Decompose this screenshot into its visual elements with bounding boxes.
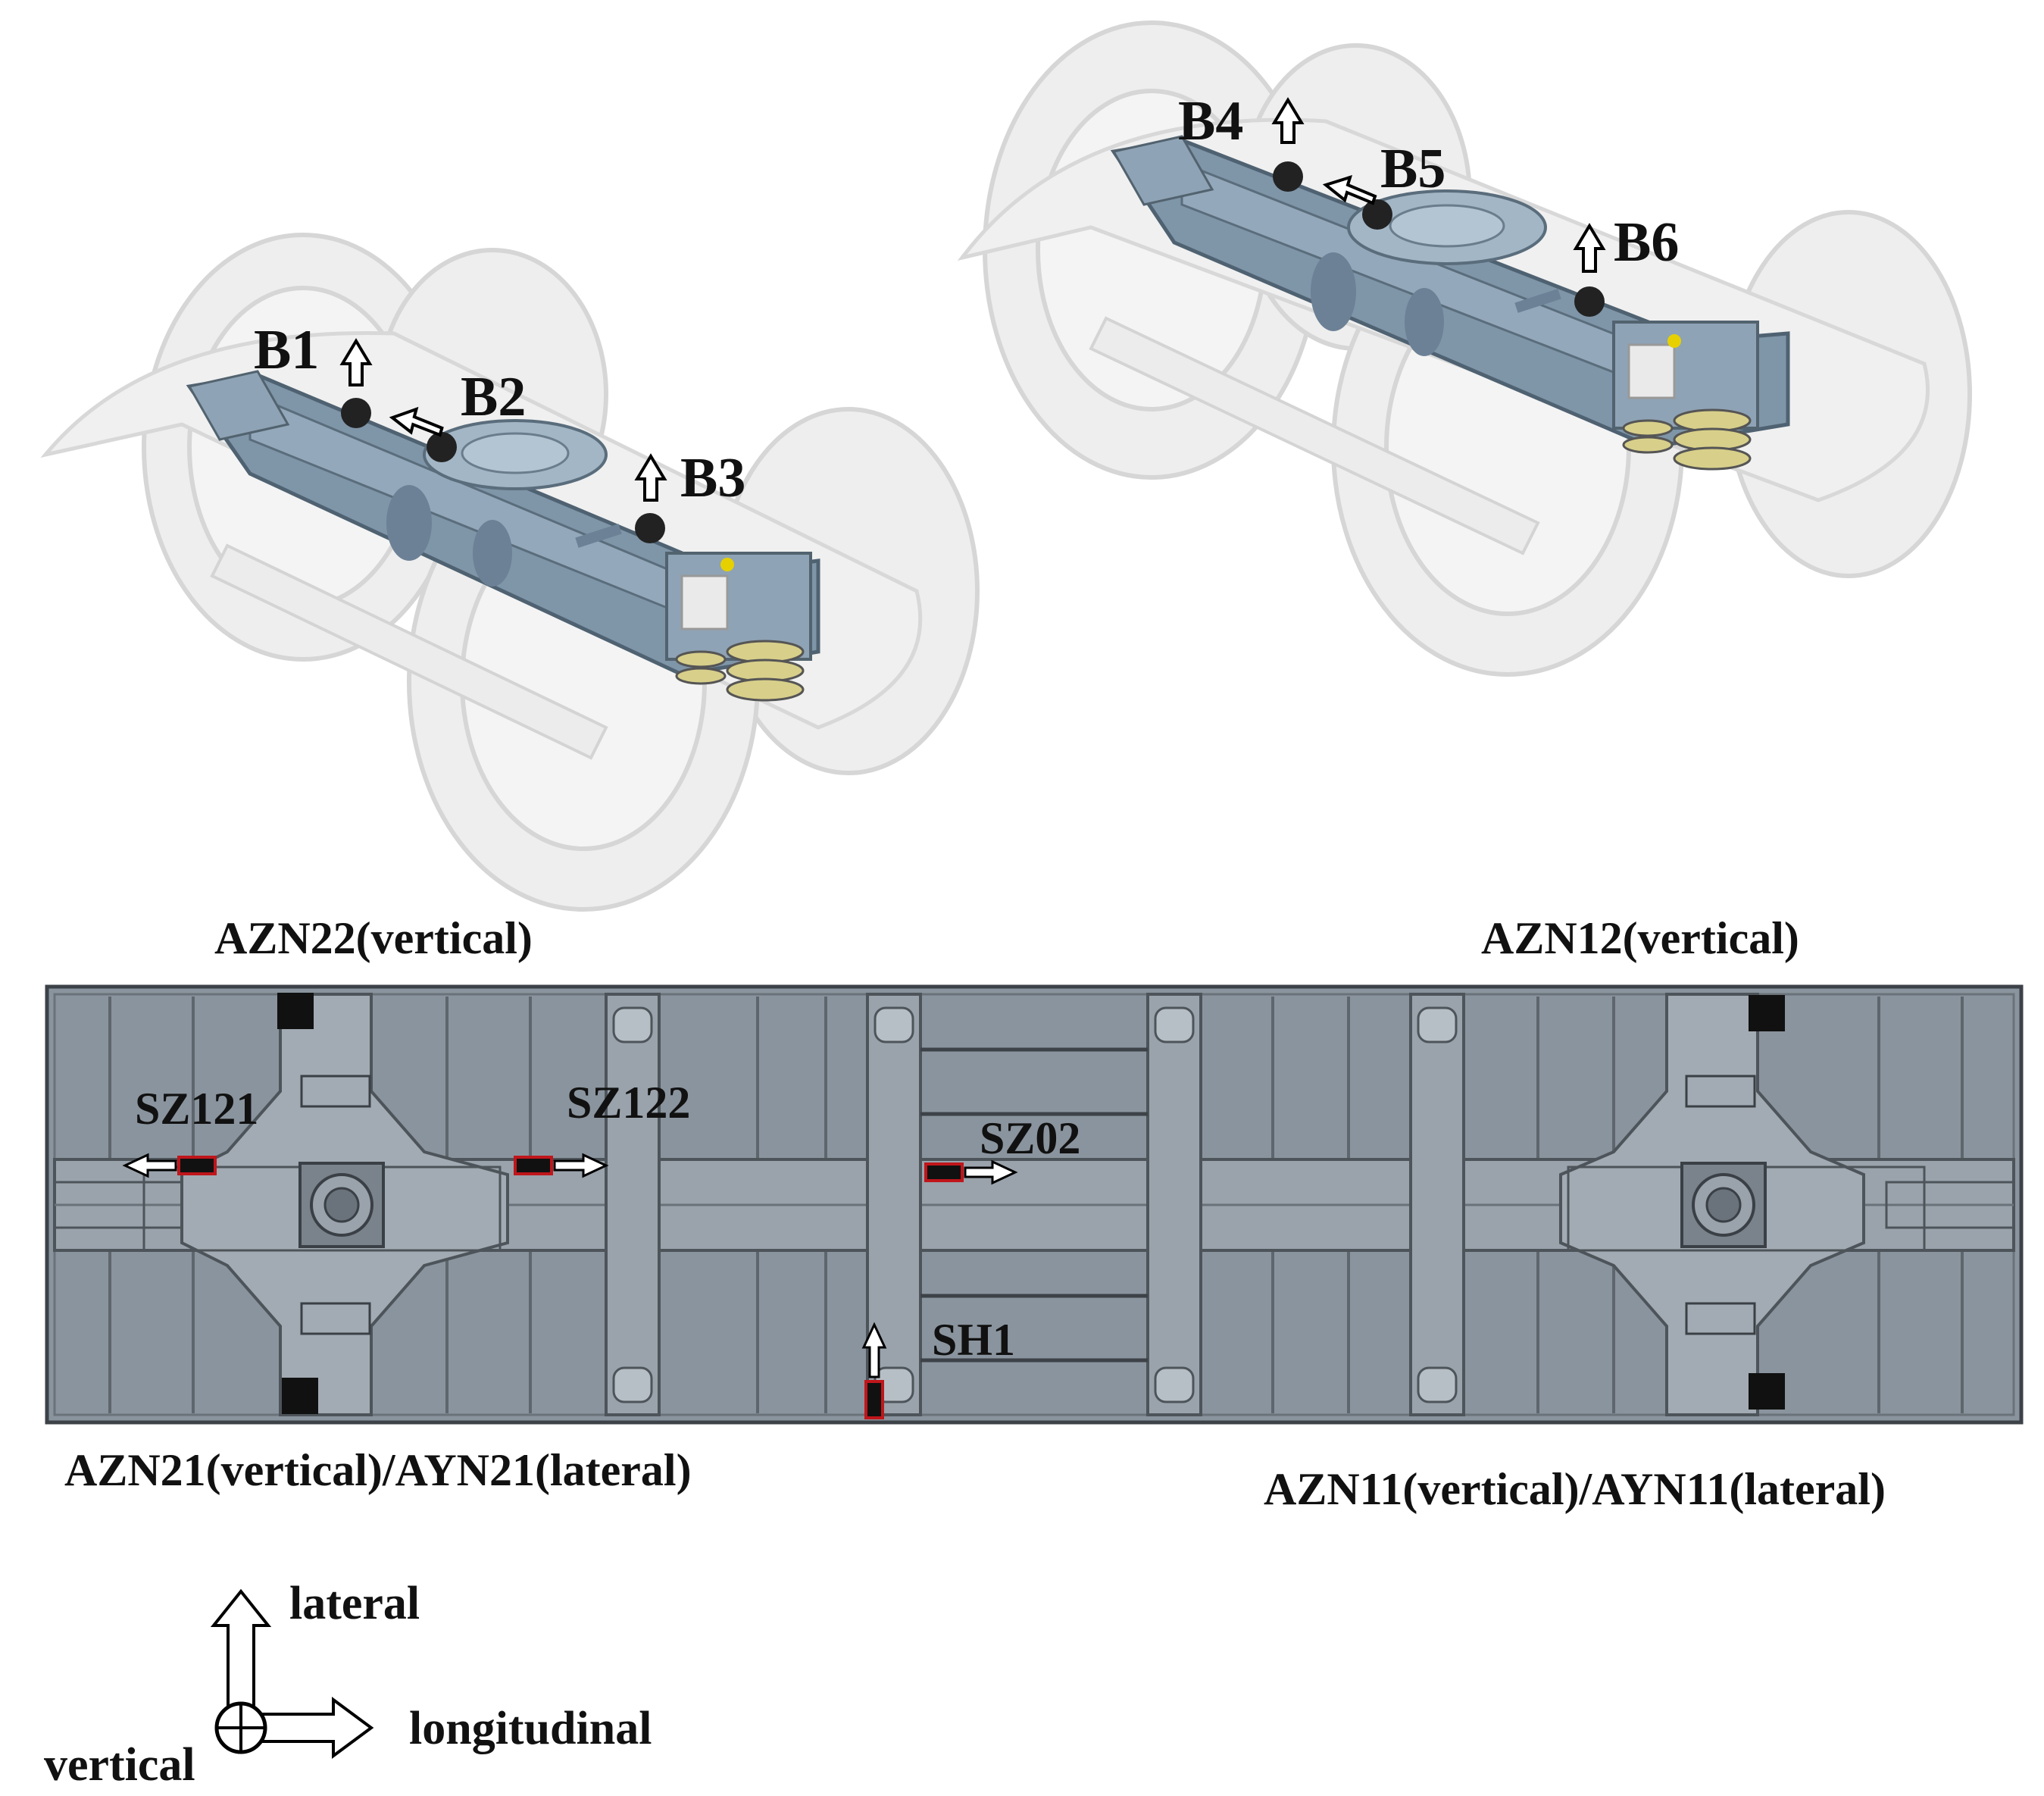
arrow-left-icon [389,406,444,437]
strain-gauge-icon [177,1156,217,1175]
accelerometer-square-icon [1749,1373,1785,1410]
arrow-right-icon [256,1697,374,1759]
sensor-label-azn22: AZN22(vertical) [214,913,533,963]
point-label-b1: B1 [254,319,320,381]
vertical-axis-symbol-icon [214,1701,267,1754]
bogie-left-frame [186,370,820,702]
axis-label-vertical: vertical [44,1739,195,1791]
arrow-up-icon [1573,223,1606,273]
strain-gauge-icon [514,1156,553,1175]
arrow-left-icon [122,1153,177,1178]
sensor-label-sh1: SH1 [932,1315,1016,1365]
arrow-up-icon [634,453,667,502]
arrow-up-icon [861,1322,887,1378]
arrow-up-icon [1271,97,1305,144]
sensor-dot-icon [1574,286,1605,317]
sensor-dot-icon [1273,161,1303,192]
sensor-label-azn12: AZN12(vertical) [1481,913,1799,963]
accelerometer-square-icon [1749,995,1785,1031]
sensor-label-sz121: SZ121 [135,1084,259,1134]
arrow-up-icon [339,338,373,386]
arrow-up-icon [210,1588,272,1720]
coordinate-axes [210,1588,374,1759]
point-label-b5: B5 [1380,138,1446,200]
arrow-left-icon [1322,174,1377,205]
axis-label-longitudinal: longitudinal [409,1703,652,1754]
bogie-right [957,20,1972,677]
axis-label-lateral: lateral [289,1578,420,1629]
sensor-dot-icon [341,398,371,428]
sensor-dot-icon [635,513,665,543]
sensor-label-sz02: SZ02 [980,1113,1081,1163]
bogie-left [40,233,980,912]
point-label-b2: B2 [461,366,527,428]
underframe [45,984,2024,1425]
arrow-right-icon [964,1159,1018,1185]
sensor-label-sz122: SZ122 [567,1078,691,1128]
sensor-label-azn11: AZN11(vertical)/AYN11(lateral) [1264,1464,1886,1514]
strain-gauge-icon [924,1162,964,1182]
point-label-b6: B6 [1614,211,1680,274]
sensor-dot-icon [1362,199,1392,230]
strain-gauge-icon [864,1380,884,1419]
point-label-b3: B3 [680,447,746,509]
bolster-right [1559,993,2014,1416]
arrow-right-icon [553,1153,609,1178]
bogie-right-frame [1110,135,1790,471]
accelerometer-square-icon [282,1378,318,1414]
sensor-label-azn21: AZN21(vertical)/AYN21(lateral) [64,1445,692,1495]
point-label-b4: B4 [1178,90,1244,152]
sensor-dot-icon [427,432,457,462]
accelerometer-square-icon [277,993,314,1029]
